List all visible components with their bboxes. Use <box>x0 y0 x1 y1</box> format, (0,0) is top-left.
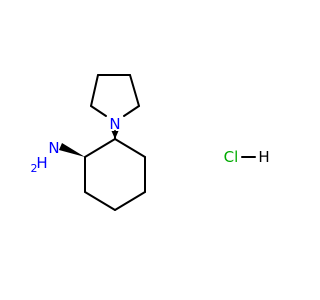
wedge-bond-ca-n <box>111 131 119 139</box>
hydrochloride-salt: Cl H <box>224 148 270 166</box>
atom-label-amine: H 2 N <box>31 139 60 176</box>
bond-cb-ca <box>84 138 116 158</box>
cyclohexane-ring <box>84 138 146 211</box>
bond-c2-c3 <box>90 74 99 107</box>
atom-label-n-ring: N <box>109 115 120 133</box>
amine-hydrogen: H <box>36 154 47 172</box>
bond-c5-n <box>123 105 140 117</box>
bond-c4-c5 <box>129 74 140 107</box>
wedge-bond-cb-nh2 <box>59 143 85 157</box>
molecule-structure: N H 2 N Cl H <box>31 74 270 211</box>
atom-label-h: H <box>258 148 269 166</box>
pyrrolidine-ring <box>90 74 140 117</box>
bond-cd-cc <box>84 191 116 211</box>
amine-nitrogen: N <box>48 139 59 157</box>
atom-label-cl: Cl <box>224 148 239 166</box>
amine-hydrogen-count: 2 <box>31 162 38 175</box>
bond-ce-cd <box>114 191 146 211</box>
bond-ca-cf <box>114 138 146 158</box>
bond-n-c2 <box>90 105 107 117</box>
